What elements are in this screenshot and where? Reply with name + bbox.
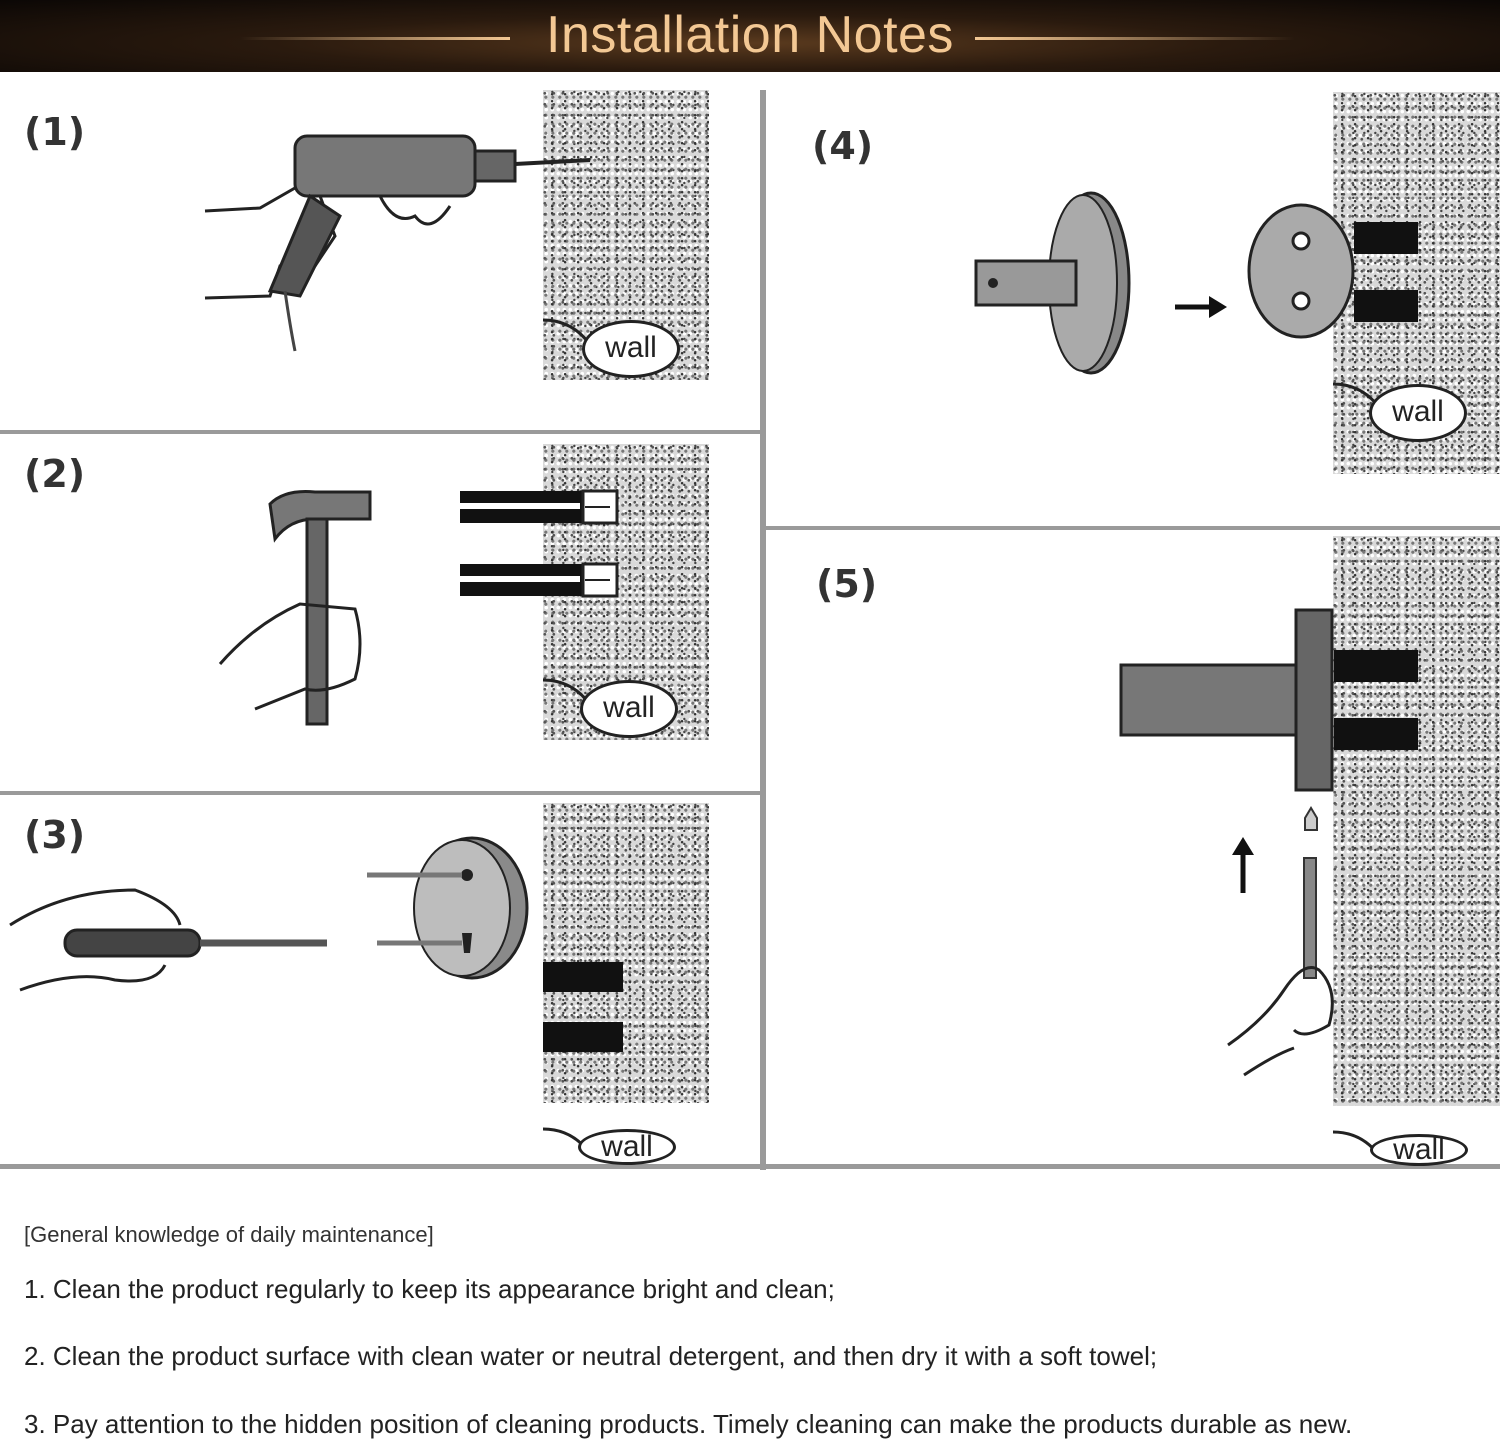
- wall-label: wall: [1392, 395, 1444, 428]
- maintenance-item: 2. Clean the product surface with clean …: [24, 1341, 1158, 1371]
- step-3-panel: (3) wall: [0, 795, 760, 1165]
- divider-bottom: [0, 1164, 1500, 1169]
- step-1-panel: (1) wall: [0, 86, 760, 430]
- wall-label-bubble: wall: [580, 680, 678, 738]
- divider-1-2: [0, 430, 760, 434]
- maintenance-item: 1. Clean the product regularly to keep i…: [24, 1274, 835, 1304]
- divider-4-5: [766, 526, 1500, 530]
- wall-anchor: [1354, 222, 1418, 254]
- wall-texture: [1333, 536, 1500, 1106]
- anchor-icon: [460, 489, 619, 598]
- wall-label: wall: [1393, 1133, 1445, 1166]
- step-number: (2): [24, 452, 86, 496]
- wall-texture: [543, 90, 709, 380]
- divider-vertical: [760, 90, 766, 1170]
- robe-hook-icon: [974, 191, 1131, 375]
- wall-label: wall: [605, 331, 657, 364]
- header-rule-right: [975, 37, 1295, 40]
- page-title: Installation Notes: [546, 6, 954, 64]
- wall-label-bubble: wall: [1370, 1134, 1468, 1166]
- hammer-icon: [218, 490, 372, 726]
- hand-icon: [1227, 966, 1334, 1077]
- mounting-plate-icon: [367, 836, 529, 980]
- wall-label-bubble: wall: [582, 320, 680, 378]
- wall-anchor: [543, 962, 623, 992]
- mounting-plate-icon: [1247, 203, 1355, 339]
- wall-anchor: [543, 1022, 623, 1052]
- step-4-panel: (4) wall: [766, 86, 1500, 526]
- robe-hook-icon: [1119, 608, 1334, 792]
- wall-label-bubble: wall: [1369, 384, 1467, 442]
- wall-label-bubble: wall: [578, 1129, 676, 1165]
- wall-label: wall: [601, 1130, 653, 1163]
- divider-2-3: [0, 791, 760, 795]
- step-number: (1): [24, 110, 86, 154]
- maintenance-item: 3. Pay attention to the hidden position …: [24, 1409, 1353, 1439]
- drill-icon: [204, 134, 591, 352]
- wall-anchor: [1334, 718, 1418, 750]
- wall-label: wall: [603, 691, 655, 724]
- header-rule-left: [240, 37, 510, 40]
- hex-key-icon: [1303, 806, 1318, 979]
- arrow-up-icon: [1232, 837, 1254, 893]
- header-banner: Installation Notes: [0, 0, 1500, 72]
- step-2-panel: (2) wall: [0, 434, 760, 791]
- step-number: (3): [24, 813, 86, 857]
- step-5-panel: (5) wall: [766, 530, 1500, 1166]
- instruction-panels: (1) wall (2): [0, 86, 1500, 1171]
- screwdriver-icon: [9, 888, 327, 992]
- step-number: (4): [812, 124, 874, 168]
- wall-anchor: [1334, 650, 1418, 682]
- maintenance-notes: [General knowledge of daily maintenance]…: [24, 1222, 1484, 1439]
- arrow-right-icon: [1175, 296, 1227, 318]
- wall-anchor: [1354, 290, 1418, 322]
- wall-texture: [543, 803, 709, 1103]
- maintenance-heading: [General knowledge of daily maintenance]: [24, 1222, 434, 1247]
- step-number: (5): [816, 562, 878, 606]
